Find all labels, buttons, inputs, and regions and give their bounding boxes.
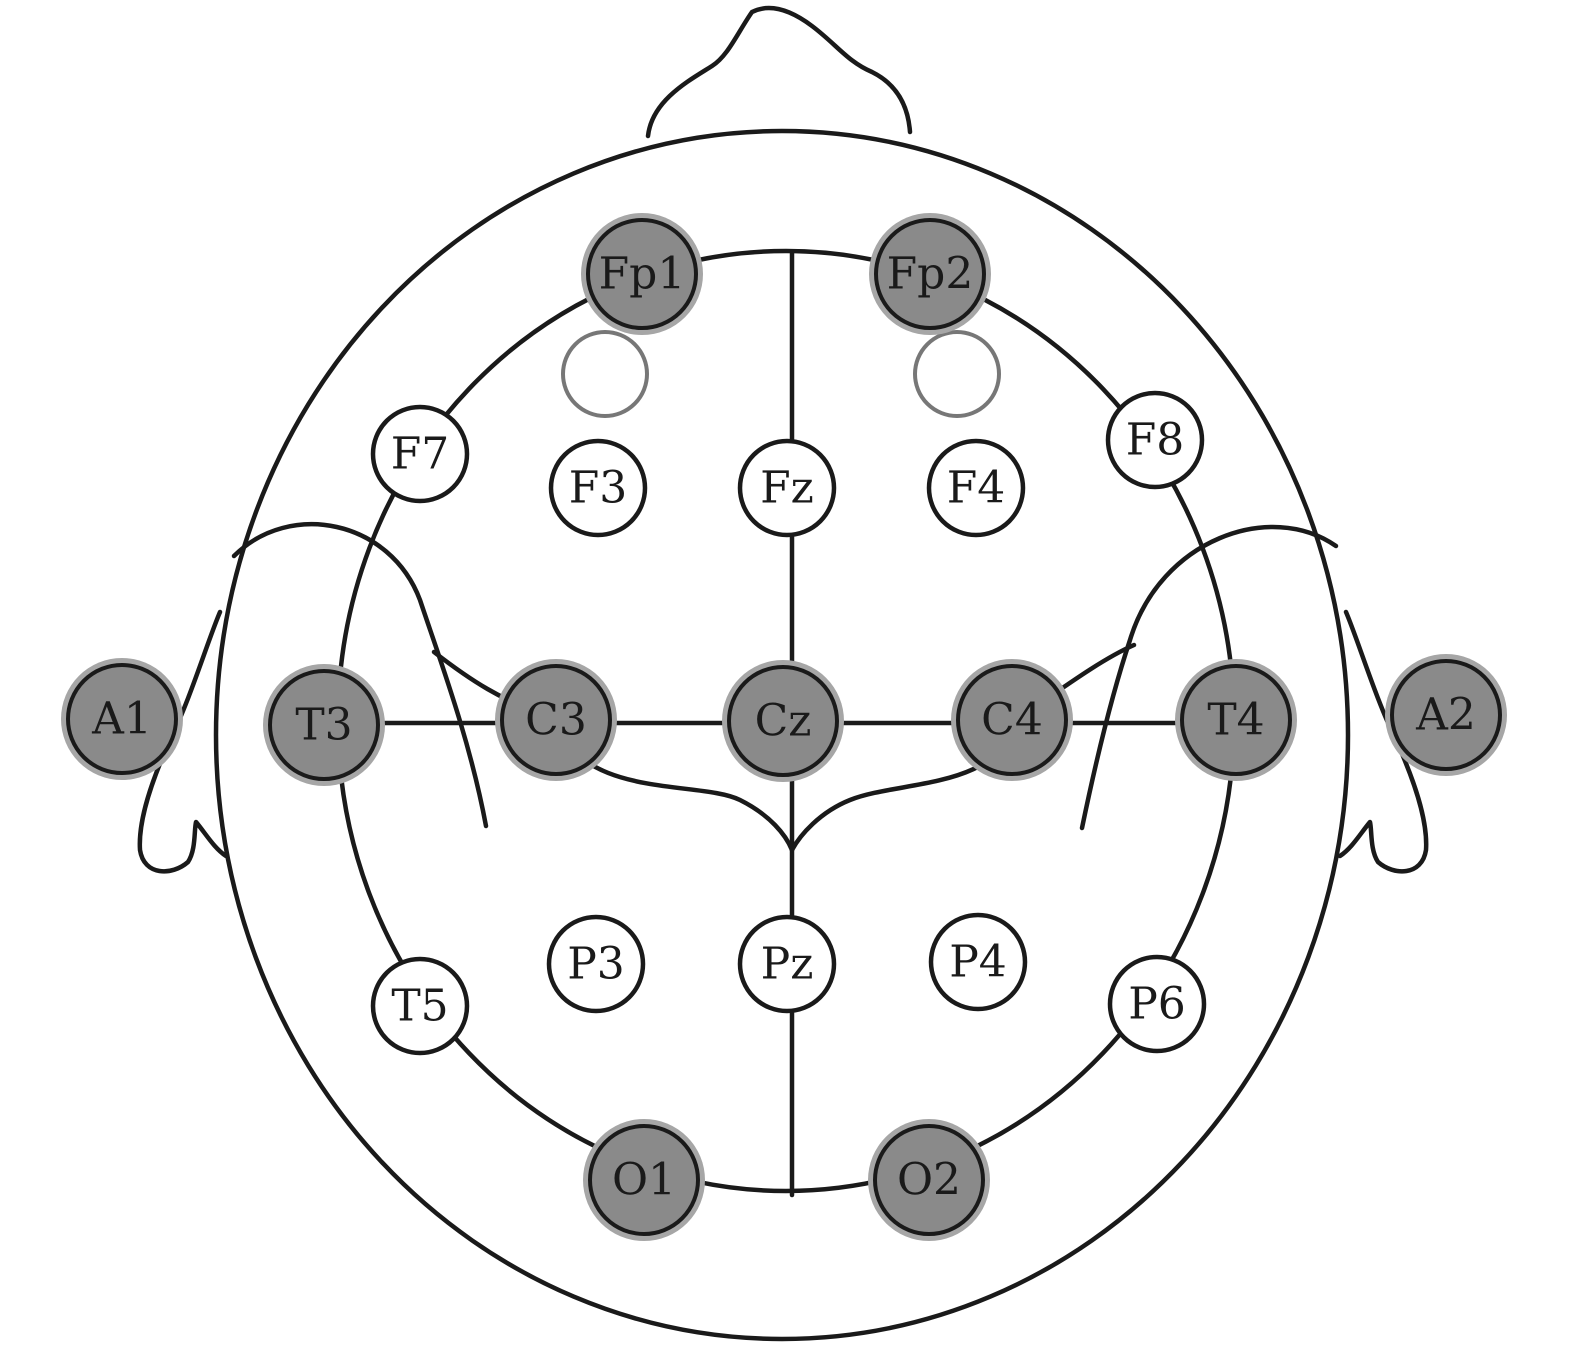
electrode-label: A2 xyxy=(1415,690,1476,741)
right-ear xyxy=(1337,609,1429,874)
left-ear xyxy=(137,609,229,874)
unlabeled-sites xyxy=(561,330,1001,418)
electrode-label: P6 xyxy=(1128,979,1186,1030)
left-ear-curve xyxy=(231,522,489,829)
electrode-f3: F3 xyxy=(548,438,648,538)
electrode-label: P4 xyxy=(949,937,1007,988)
electrode-label: F4 xyxy=(947,463,1006,514)
electrode-t3: T3 xyxy=(263,664,385,786)
electrode-label: O2 xyxy=(897,1155,961,1206)
electrode-f8: F8 xyxy=(1105,390,1205,490)
electrode-fp1: Fp1 xyxy=(581,213,703,335)
electrode-label: Cz xyxy=(755,696,812,747)
electrode-label: Fp2 xyxy=(887,249,974,300)
electrode-label: T3 xyxy=(295,700,352,751)
electrode-a2: A2 xyxy=(1385,654,1507,776)
electrode-c4: C4 xyxy=(951,659,1073,781)
electrode-cz: Cz xyxy=(722,660,844,782)
electrode-label: C3 xyxy=(525,695,587,746)
unlabeled-site-left xyxy=(561,330,649,418)
electrode-label: A1 xyxy=(91,694,152,745)
electrode-f4: F4 xyxy=(926,438,1026,538)
electrode-label: O1 xyxy=(612,1155,676,1206)
electrode-label: Fp1 xyxy=(599,249,686,300)
electrode-p4: P4 xyxy=(928,912,1028,1012)
electrode-label: Pz xyxy=(761,939,814,990)
head-outline xyxy=(137,5,1429,1342)
electrode-label: F3 xyxy=(569,463,628,514)
nose xyxy=(645,5,913,139)
electrode-p3: P3 xyxy=(546,914,646,1014)
electrode-label: T5 xyxy=(391,981,448,1032)
electrode-a1: A1 xyxy=(61,658,183,780)
electrode-p6: P6 xyxy=(1107,954,1207,1054)
head-circle xyxy=(213,128,1351,1342)
electrode-label: F8 xyxy=(1126,415,1185,466)
electrode-pz: Pz xyxy=(737,914,837,1014)
electrode-fp2: Fp2 xyxy=(869,213,991,335)
electrode-c3: C3 xyxy=(495,659,617,781)
electrode-f7: F7 xyxy=(370,404,470,504)
electrode-t4: T4 xyxy=(1175,659,1297,781)
electrode-label: Fz xyxy=(760,463,814,514)
electrode-label: F7 xyxy=(391,429,450,480)
electrode-o2: O2 xyxy=(868,1119,990,1241)
electrode-label: P3 xyxy=(567,939,625,990)
electrode-label: C4 xyxy=(981,695,1043,746)
electrode-o1: O1 xyxy=(583,1119,705,1241)
electrode-t5: T5 xyxy=(370,956,470,1056)
right-ear-curve xyxy=(1079,524,1339,831)
unlabeled-site-right xyxy=(913,330,1001,418)
electrode-label: T4 xyxy=(1207,695,1264,746)
electrode-fz: Fz xyxy=(737,438,837,538)
